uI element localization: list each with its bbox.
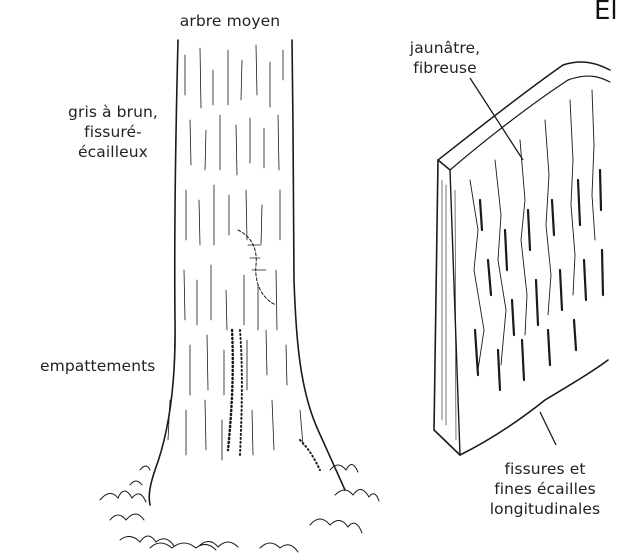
grass-tufts: [100, 464, 379, 552]
label-inner-bark-line-2: fibreuse: [380, 58, 510, 78]
corner-text-fragment: Él: [594, 0, 618, 26]
bark-slab-drawing: [434, 62, 610, 455]
label-inner-bark-line-1: jaunâtre,: [380, 38, 510, 58]
label-texture: fissures et fines écailles longitudinale…: [470, 459, 620, 519]
label-texture-line-2: fines écailles: [470, 479, 620, 499]
label-bark-color: gris à brun, fissuré- écailleux: [48, 102, 178, 162]
label-bark-color-line-2: fissuré-: [48, 122, 178, 142]
label-root-flare: empattements: [40, 356, 155, 376]
label-tree-type: arbre moyen: [150, 11, 310, 31]
label-bark-color-line-3: écailleux: [48, 142, 178, 162]
label-bark-color-line-1: gris à brun,: [48, 102, 178, 122]
tree-trunk-drawing: [149, 40, 345, 505]
label-texture-line-1: fissures et: [470, 459, 620, 479]
label-texture-line-3: longitudinales: [470, 499, 620, 519]
label-inner-bark: jaunâtre, fibreuse: [380, 38, 510, 78]
leader-lines: [470, 78, 556, 445]
